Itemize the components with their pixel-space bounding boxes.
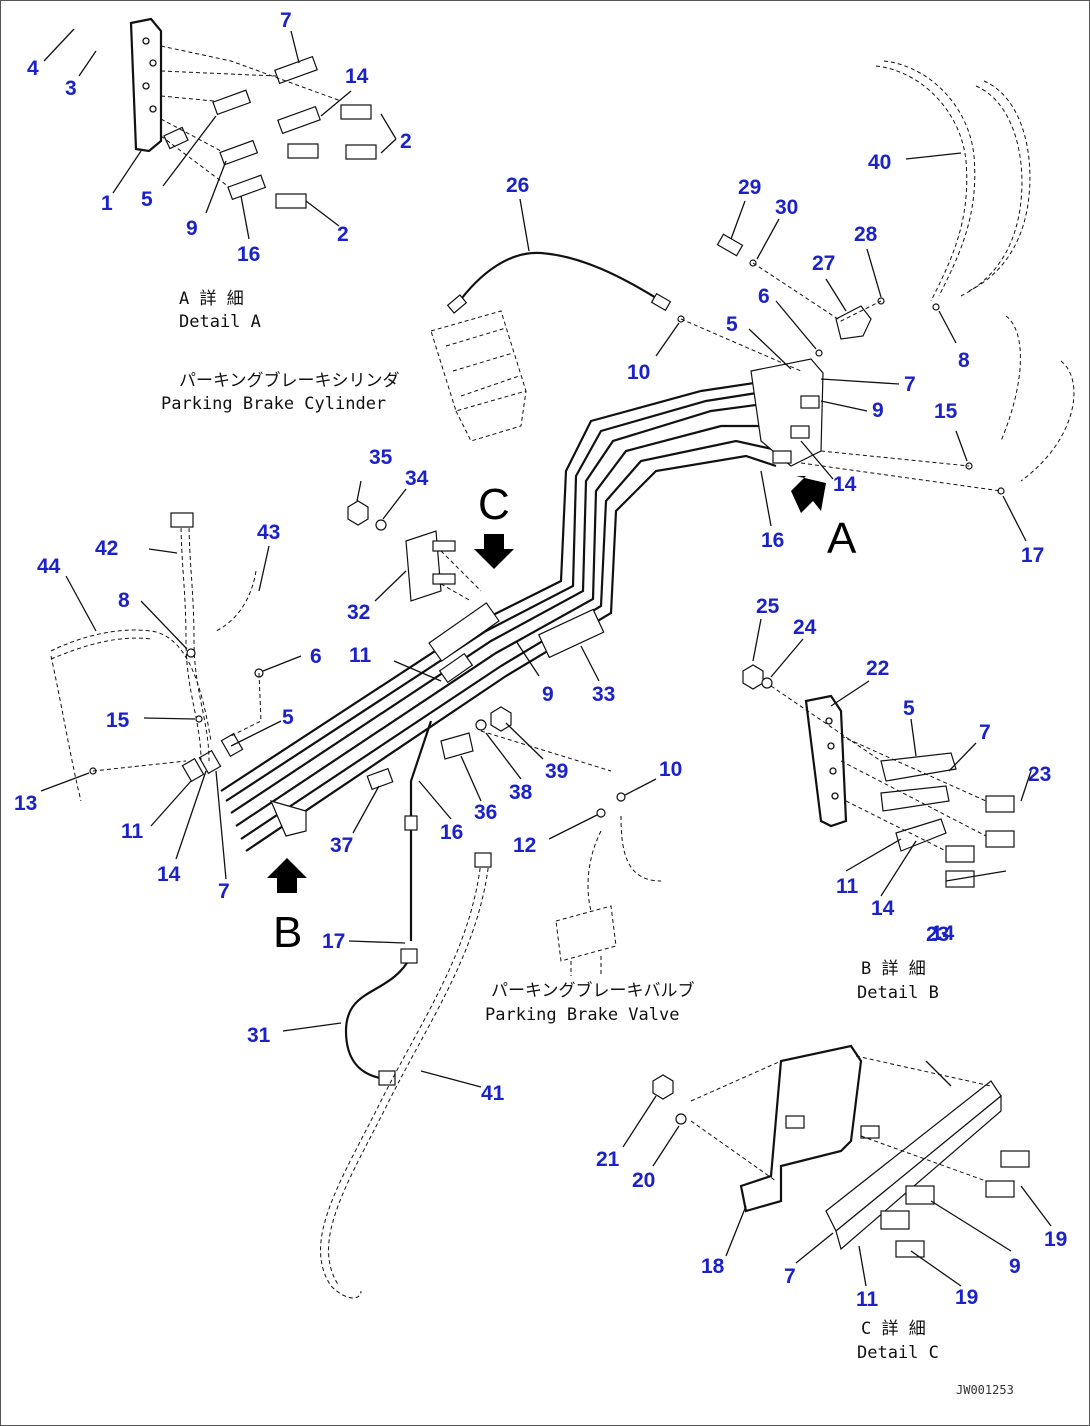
callout: 24 — [793, 616, 817, 639]
callout: 16 — [440, 821, 463, 844]
callout: 14 — [833, 473, 857, 496]
callout: 9 — [186, 217, 198, 240]
callout: 8 — [118, 589, 130, 612]
callout: 23 — [1028, 763, 1051, 786]
detail-c-caption-en: Detail C — [857, 1343, 939, 1363]
callout: 41 — [481, 1082, 505, 1105]
callout: 14 — [345, 65, 369, 88]
callout: 30 — [775, 196, 798, 219]
callout: 7 — [218, 880, 230, 903]
detail-c-drawing — [652, 1044, 1030, 1258]
callout: 7 — [904, 373, 916, 396]
parking-brake-cylinder-drawing — [430, 310, 527, 442]
callout: 32 — [347, 601, 370, 624]
detail-a-drawing — [129, 17, 397, 209]
callout: 7 — [979, 721, 991, 744]
callout: 16 — [761, 529, 784, 552]
detail-b-caption-jp: B 詳 細 — [861, 959, 926, 979]
view-letter-a: A — [827, 514, 857, 563]
callout: 38 — [509, 781, 533, 804]
callout: 14 — [157, 863, 181, 886]
callout: 21 — [596, 1148, 620, 1171]
callout: 39 — [545, 760, 568, 783]
callout: 15 — [934, 400, 958, 423]
detail-b-drawing — [742, 664, 1032, 888]
view-letter-b: B — [273, 908, 302, 957]
callout: 28 — [854, 223, 878, 246]
callout: 12 — [513, 834, 536, 857]
callout: 11 — [121, 820, 144, 843]
callout: 5 — [141, 188, 153, 211]
valve-caption-jp: パーキングブレーキバルブ — [491, 980, 695, 1001]
callout: 20 — [632, 1169, 655, 1192]
callout: 35 — [369, 446, 393, 469]
callout-numbers: 1 2 2 3 4 5 5 5 5 6 6 7 7 7 7 7 8 8 9 9 … — [14, 9, 1067, 1311]
drawing-code: JW001253 — [956, 1383, 1014, 1397]
detail-b-caption-en: Detail B — [857, 983, 939, 1003]
callout: 6 — [310, 645, 322, 668]
callout: 10 — [659, 758, 682, 781]
main-tube-bundle — [220, 374, 802, 941]
leader-lines — [40, 28, 1052, 1287]
callout: 40 — [868, 151, 891, 174]
callout: 34 — [405, 467, 429, 490]
callout: 22 — [866, 657, 889, 680]
callout: 10 — [627, 361, 650, 384]
callout: 2 — [400, 130, 412, 153]
callout: 9 — [542, 683, 554, 706]
callout: 14 — [871, 897, 895, 920]
callout: 19 — [955, 1286, 978, 1309]
callout: 9 — [872, 399, 884, 422]
callout: 2 — [337, 223, 349, 246]
cylinder-caption-jp: パーキングブレーキシリンダ — [179, 370, 400, 391]
detail-a-caption-jp: A 詳 細 — [179, 289, 244, 309]
detail-c-caption-jp: C 詳 細 — [861, 1319, 926, 1339]
callout: 25 — [756, 595, 780, 618]
callout: 18 — [701, 1255, 725, 1278]
callout: 5 — [726, 313, 738, 336]
callout: 1 — [101, 192, 113, 215]
callout: 33 — [592, 683, 615, 706]
callout: 5 — [282, 706, 294, 729]
callout: 9 — [1009, 1255, 1021, 1278]
callout: 31 — [247, 1024, 271, 1047]
callout: 11 — [856, 1288, 879, 1311]
cylinder-caption-en: Parking Brake Cylinder — [161, 394, 386, 414]
callout: 13 — [14, 792, 37, 815]
callout: 44 — [37, 555, 61, 578]
callout: 37 — [330, 834, 353, 857]
callout: 43 — [257, 521, 280, 544]
callout: 4 — [27, 57, 39, 80]
view-arrow-a — [791, 476, 826, 513]
callout: 6 — [758, 285, 770, 308]
callout: 7 — [280, 9, 292, 32]
view-letter-c: C — [478, 480, 510, 529]
callout: 17 — [322, 930, 345, 953]
callout: 15 — [106, 709, 130, 732]
valve-caption-en: Parking Brake Valve — [485, 1005, 679, 1025]
callout: 26 — [506, 174, 529, 197]
callout: 19 — [1044, 1228, 1067, 1251]
callout: 16 — [237, 243, 260, 266]
hose-31 — [344, 955, 412, 1081]
callout: 27 — [812, 252, 835, 275]
callout: 42 — [95, 537, 118, 560]
callout: 11 — [836, 875, 859, 898]
callout: 5 — [903, 697, 915, 720]
view-arrow-c — [474, 534, 514, 569]
callout: 7 — [784, 1265, 796, 1288]
callout: 36 — [474, 801, 497, 824]
callout: 17 — [1021, 544, 1044, 567]
view-arrow-b — [267, 858, 307, 893]
callout: 23 — [926, 923, 949, 946]
callout: 29 — [738, 176, 761, 199]
callout: 14 — [931, 922, 955, 945]
callout: 11 — [349, 644, 372, 667]
callout: 8 — [958, 349, 970, 372]
detail-a-caption-en: Detail A — [179, 312, 261, 332]
callout: 3 — [65, 77, 77, 100]
hose-26 — [455, 251, 662, 307]
